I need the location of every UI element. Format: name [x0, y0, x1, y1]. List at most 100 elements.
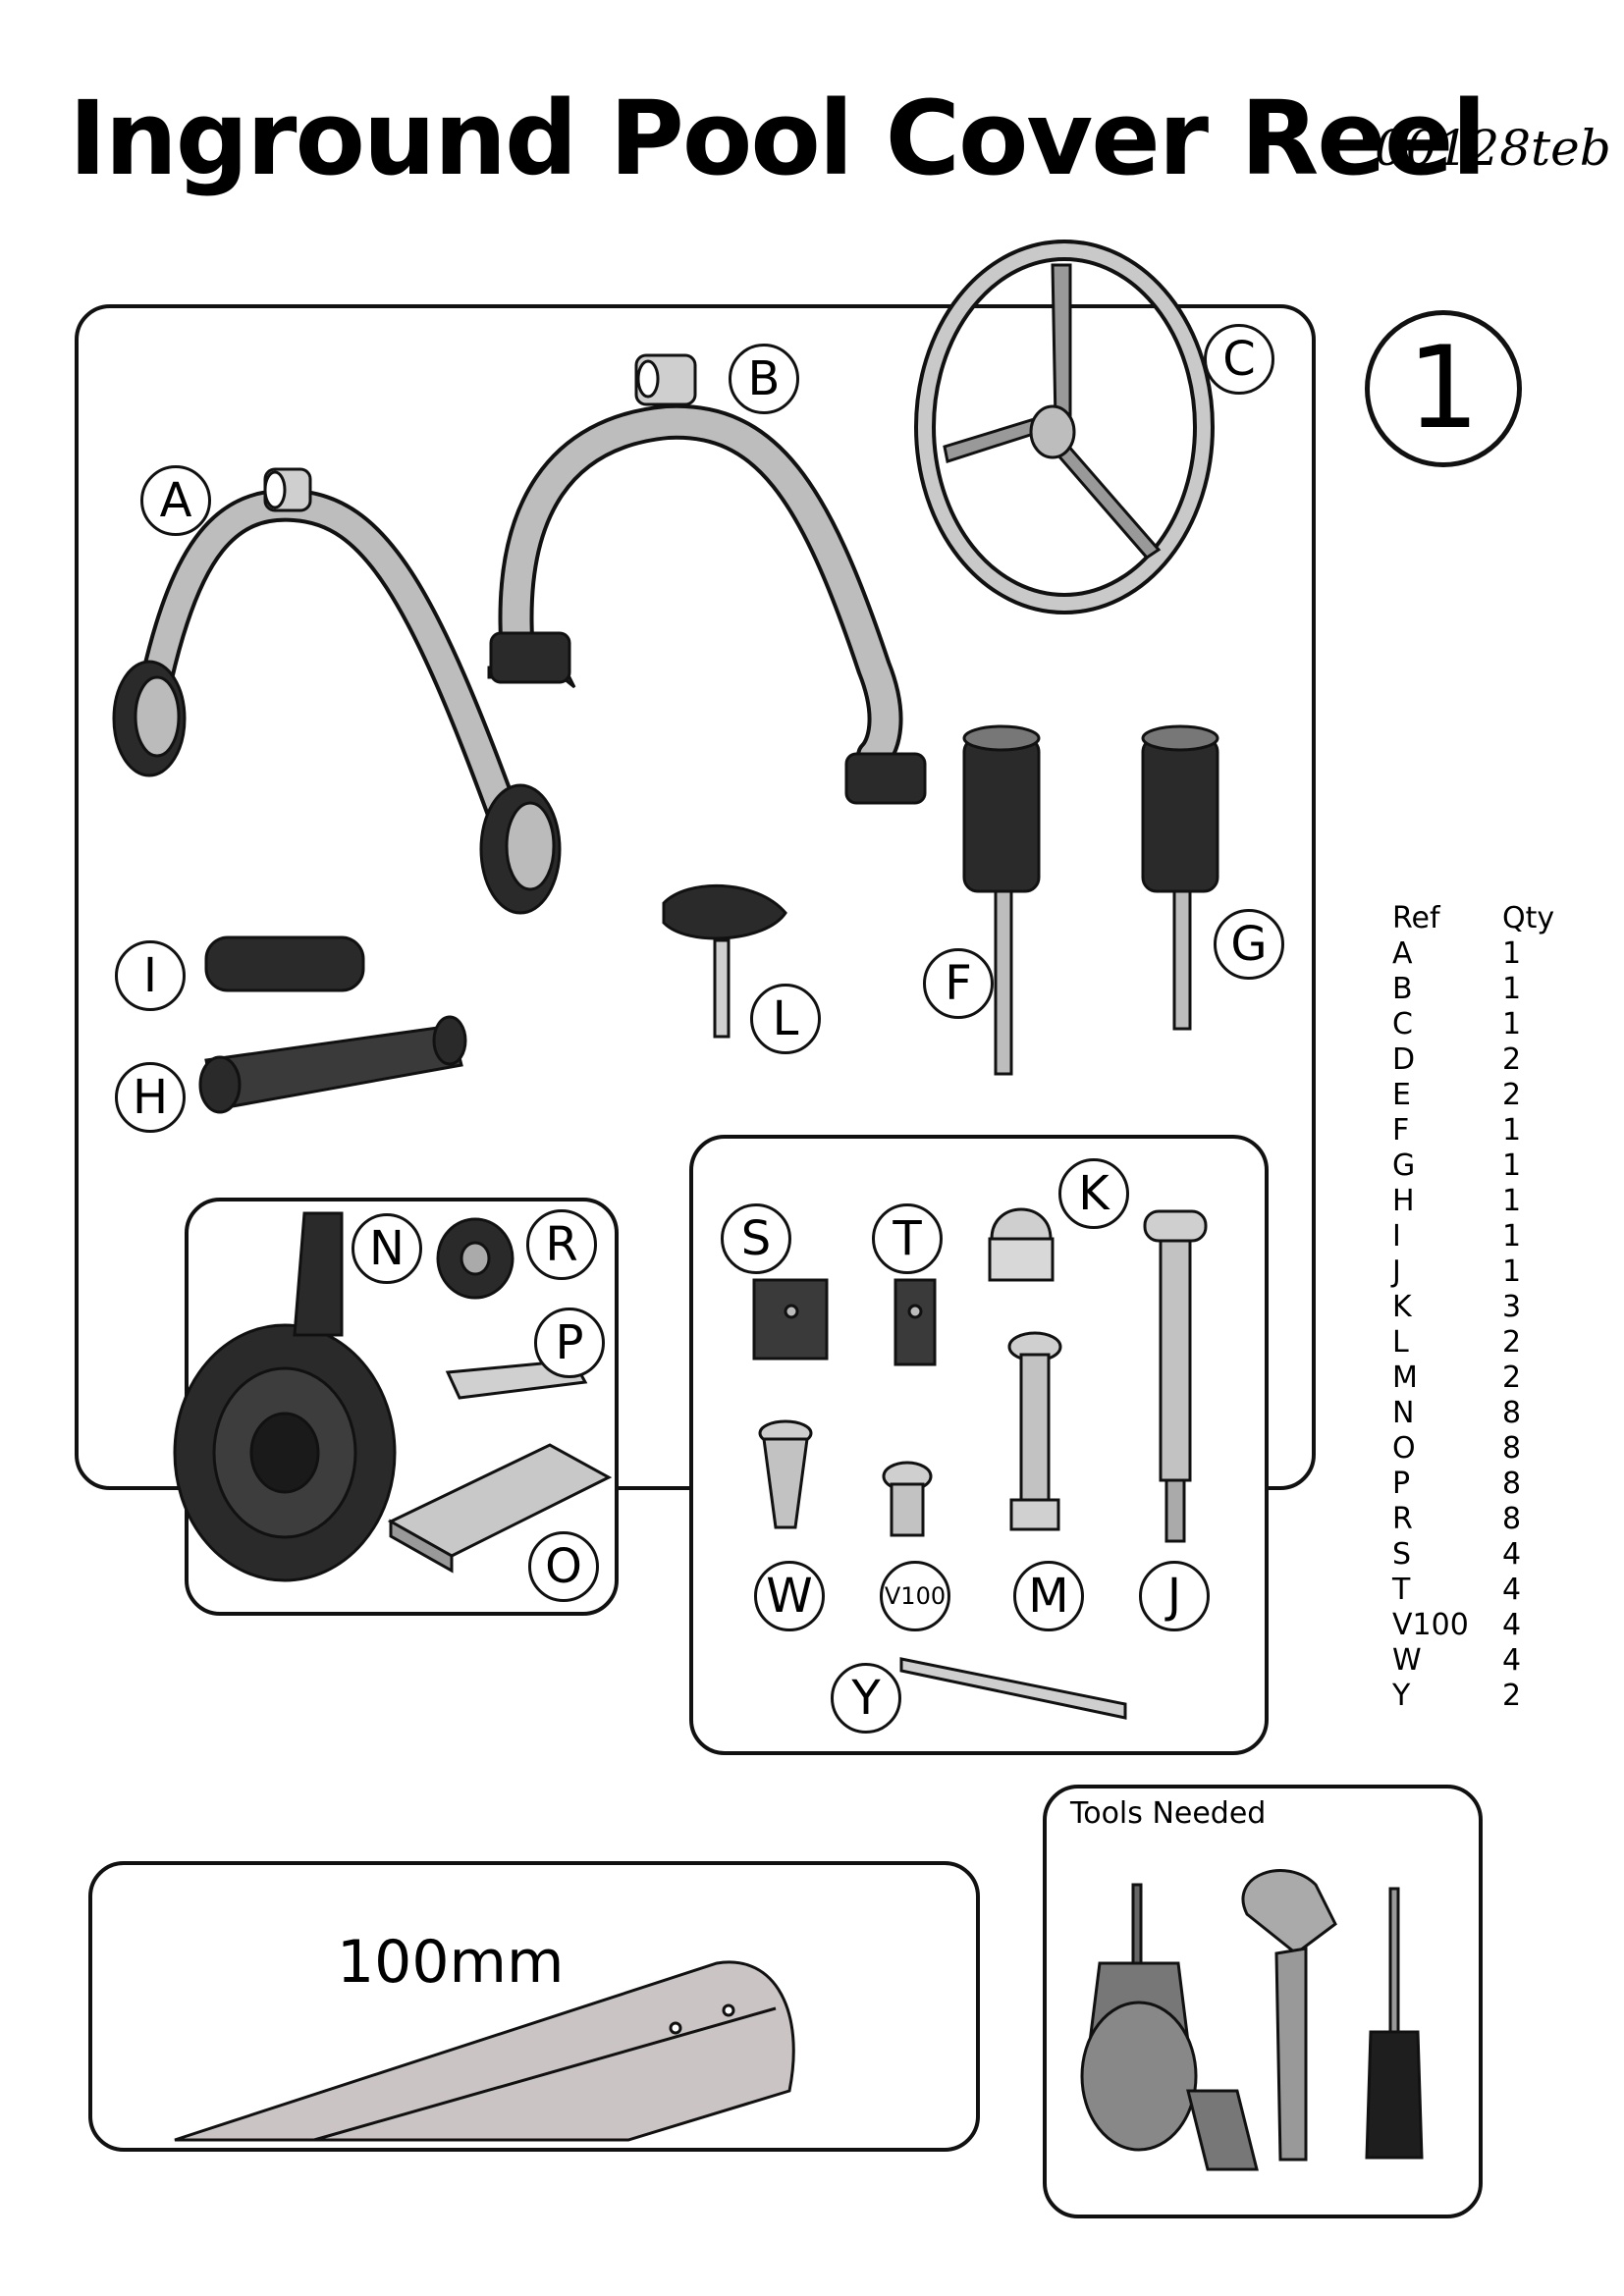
ref-cell: M	[1392, 1361, 1418, 1395]
callout-j: J	[1139, 1561, 1210, 1631]
callout-h: H	[115, 1062, 186, 1133]
document-title: Inground Pool Cover Reel	[69, 79, 1487, 198]
qty-cell: 4	[1502, 1573, 1522, 1607]
ref-cell: Y	[1392, 1679, 1411, 1713]
ref-cell: L	[1392, 1325, 1409, 1360]
step-number: 1	[1365, 310, 1522, 467]
ref-cell: B	[1392, 972, 1413, 1006]
ref-cell: R	[1392, 1502, 1413, 1536]
qty-cell: 8	[1502, 1502, 1522, 1536]
qty-cell: 1	[1502, 936, 1522, 971]
ref-cell: H	[1392, 1184, 1415, 1218]
qty-cell: 2	[1502, 1042, 1522, 1077]
callout-w: W	[754, 1561, 825, 1631]
ref-cell: D	[1392, 1042, 1416, 1077]
qty-cell: 4	[1502, 1537, 1522, 1572]
qty-header: Qty	[1502, 901, 1555, 935]
qty-cell: 4	[1502, 1608, 1522, 1642]
qty-cell: 4	[1502, 1643, 1522, 1678]
qty-cell: 1	[1502, 1255, 1522, 1289]
qty-cell: 1	[1502, 1184, 1522, 1218]
qty-cell: 1	[1502, 1219, 1522, 1254]
tools-needed-label: Tools Needed	[1070, 1796, 1267, 1831]
measurement-label: 100mm	[337, 1928, 565, 1997]
qty-cell: 2	[1502, 1361, 1522, 1395]
parts-table-header: Ref Qty	[1392, 901, 1561, 936]
qty-cell: 2	[1502, 1679, 1522, 1713]
plate-o-illustration	[387, 1443, 613, 1574]
qty-cell: 1	[1502, 1148, 1522, 1183]
qty-cell: 1	[1502, 1007, 1522, 1041]
callout-s: S	[721, 1203, 791, 1274]
roller-r-illustration	[436, 1217, 514, 1300]
cover-roll-n-illustration	[173, 1211, 397, 1582]
callout-b: B	[729, 344, 799, 414]
callout-f: F	[923, 948, 994, 1019]
callout-y: Y	[831, 1663, 901, 1734]
callout-a: A	[140, 465, 211, 536]
callout-i: I	[115, 940, 186, 1011]
ref-cell: J	[1392, 1255, 1401, 1289]
qty-cell: 2	[1502, 1078, 1522, 1112]
qty-cell: 8	[1502, 1431, 1522, 1466]
callout-p: P	[534, 1308, 605, 1378]
ref-cell: G	[1392, 1148, 1416, 1183]
ref-cell: V100	[1392, 1608, 1469, 1642]
sleeve-i-illustration	[204, 935, 365, 992]
frame-a-illustration	[112, 467, 562, 915]
callout-v100: V100	[880, 1561, 950, 1631]
ref-cell: K	[1392, 1290, 1412, 1324]
table-row: V100 4	[1392, 1608, 1561, 1643]
adjustable-wrench-icon	[1241, 1869, 1337, 2162]
callout-g: G	[1214, 909, 1284, 980]
qty-cell: 3	[1502, 1290, 1522, 1324]
screw-w-illustration	[758, 1419, 813, 1529]
callout-n: N	[352, 1213, 422, 1284]
screwdriver-icon	[1365, 1887, 1424, 2160]
profile-100mm-illustration	[174, 1960, 795, 2142]
ref-cell: I	[1392, 1219, 1401, 1254]
ref-cell: T	[1392, 1573, 1411, 1607]
ref-cell: C	[1392, 1007, 1413, 1041]
product-code: 00128teb	[1375, 120, 1611, 177]
cap-nut-k-illustration	[988, 1207, 1055, 1282]
qty-cell: 2	[1502, 1325, 1522, 1360]
callout-c: C	[1204, 324, 1274, 395]
ref-cell: A	[1392, 936, 1413, 971]
bracket-t-illustration	[893, 1278, 937, 1366]
ref-cell: F	[1392, 1113, 1410, 1148]
qty-cell: 1	[1502, 1113, 1522, 1148]
ref-cell: N	[1392, 1396, 1415, 1430]
tube-h-illustration	[198, 1015, 467, 1114]
bar-y-illustration	[899, 1657, 1127, 1720]
qty-cell: 8	[1502, 1467, 1522, 1501]
ref-cell: P	[1392, 1467, 1411, 1501]
pin-j-illustration	[1143, 1209, 1208, 1543]
callout-t: T	[872, 1203, 943, 1274]
knob-l-illustration	[662, 883, 787, 1039]
screw-v100-illustration	[882, 1461, 933, 1537]
hand-wheel-c-illustration	[914, 240, 1215, 614]
ref-header: Ref	[1392, 901, 1440, 935]
qty-cell: 8	[1502, 1396, 1522, 1430]
